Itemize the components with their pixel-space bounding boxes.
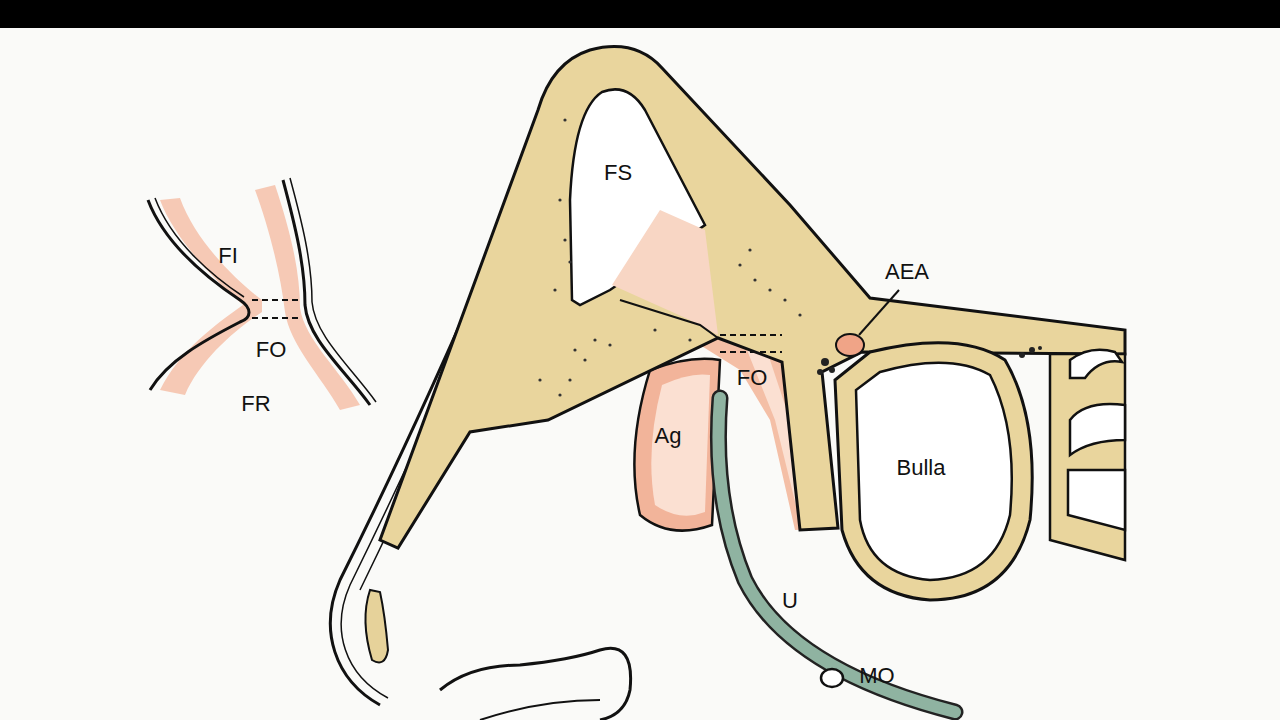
agger-nasi-cell xyxy=(634,359,720,531)
inset-recess xyxy=(148,178,376,410)
part-label: MO xyxy=(859,665,894,687)
ethmoid-cells xyxy=(1050,350,1125,560)
cell-label: Bulla xyxy=(897,457,946,479)
artery-vessel xyxy=(836,334,864,356)
leader-line xyxy=(859,290,899,335)
uncinate-outline xyxy=(718,398,955,712)
bone-dots xyxy=(538,118,801,396)
uncinate-process xyxy=(718,398,955,712)
region-label: FS xyxy=(604,162,632,184)
agger-nasi-inner xyxy=(651,374,710,515)
ostium-dashes xyxy=(720,335,782,352)
maxillary-ostium xyxy=(821,669,843,687)
region-label: FI xyxy=(218,245,238,267)
region-label: FO xyxy=(737,367,768,389)
nasal-cartilage xyxy=(365,590,388,662)
part-label: U xyxy=(782,590,798,612)
cell-label: Ag xyxy=(655,425,682,447)
sinus-lining xyxy=(612,210,718,335)
top-bar xyxy=(0,0,1280,28)
vessel-dots xyxy=(817,346,1042,375)
region-label: FR xyxy=(241,393,270,415)
vessel-label: AEA xyxy=(885,261,929,283)
bulla-cavity xyxy=(856,363,1012,580)
bulla-wall xyxy=(835,343,1032,600)
region-label: FO xyxy=(256,339,287,361)
